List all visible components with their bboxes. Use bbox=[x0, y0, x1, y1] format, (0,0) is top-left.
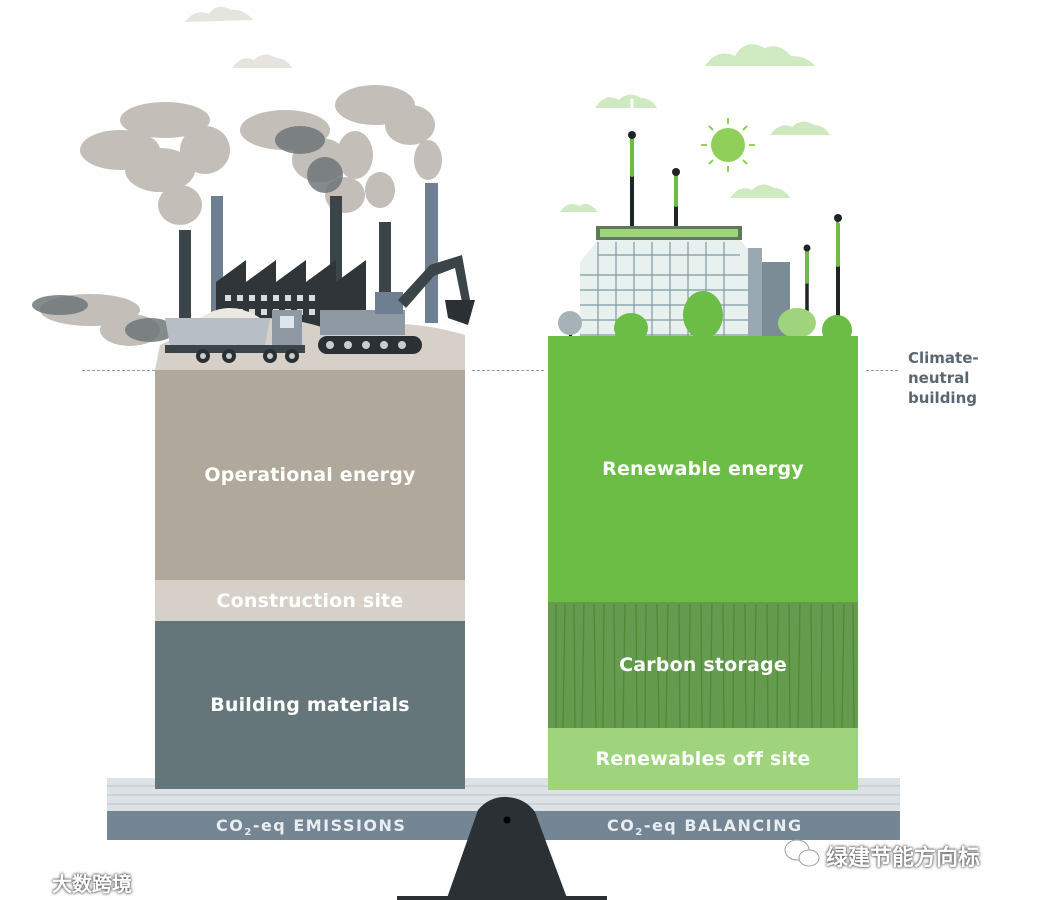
annotation-line-1: Climate-neutral bbox=[908, 349, 979, 387]
chimney-icon bbox=[179, 183, 438, 330]
cloud-icon bbox=[560, 44, 830, 212]
operational-energy-block: Operational energy bbox=[155, 370, 465, 580]
excavator-icon bbox=[318, 255, 475, 354]
carbon-storage-label: Carbon storage bbox=[619, 654, 787, 676]
emissions-label-subscript: 2 bbox=[244, 827, 253, 839]
wind-turbine-icon bbox=[806, 186, 860, 322]
operational-energy-label: Operational energy bbox=[204, 464, 416, 486]
renewables-off-site-block: Renewables off site bbox=[548, 728, 858, 790]
watermark-logo-icon bbox=[14, 871, 47, 888]
annotation-line-2: building bbox=[908, 389, 977, 407]
wind-turbine-icon bbox=[596, 98, 657, 242]
cloud-icon bbox=[185, 6, 292, 68]
wind-turbine-icon bbox=[782, 213, 834, 322]
wechat-icon bbox=[784, 839, 820, 867]
emissions-label: CO2-eq EMISSIONS bbox=[216, 816, 406, 838]
building-materials-block: Building materials bbox=[155, 621, 465, 789]
building-materials-label: Building materials bbox=[210, 694, 410, 716]
watermark-left: 大数跨境 bbox=[52, 872, 132, 896]
climate-neutral-annotation: Climate-neutral building bbox=[908, 348, 1037, 408]
reference-line-middle bbox=[472, 370, 544, 371]
renewables-off-site-label: Renewables off site bbox=[595, 748, 811, 770]
renewable-energy-block: Renewable energy bbox=[548, 336, 858, 602]
fulcrum-icon bbox=[397, 796, 607, 900]
emissions-label-suffix: -eq EMISSIONS bbox=[252, 816, 407, 835]
renewable-energy-label: Renewable energy bbox=[602, 458, 804, 480]
sun-icon bbox=[701, 118, 755, 172]
carbon-storage-block: Carbon storage bbox=[548, 602, 858, 728]
truck-icon bbox=[165, 308, 305, 363]
reference-line-right bbox=[866, 370, 898, 371]
wind-turbine-icon bbox=[646, 136, 707, 242]
balancing-label-suffix: -eq BALANCING bbox=[643, 816, 803, 835]
smoke-icon bbox=[32, 126, 343, 342]
construction-site-label: Construction site bbox=[216, 589, 404, 612]
balancing-label-prefix: CO bbox=[607, 816, 636, 835]
construction-site-block: Construction site bbox=[155, 580, 465, 621]
watermark-right: 绿建节能方向标 bbox=[826, 846, 981, 871]
emissions-label-prefix: CO bbox=[216, 816, 245, 835]
reference-line-left bbox=[82, 370, 155, 371]
balancing-label-subscript: 2 bbox=[635, 827, 644, 839]
balancing-label: CO2-eq BALANCING bbox=[607, 816, 803, 838]
smoke-icon bbox=[40, 85, 442, 346]
